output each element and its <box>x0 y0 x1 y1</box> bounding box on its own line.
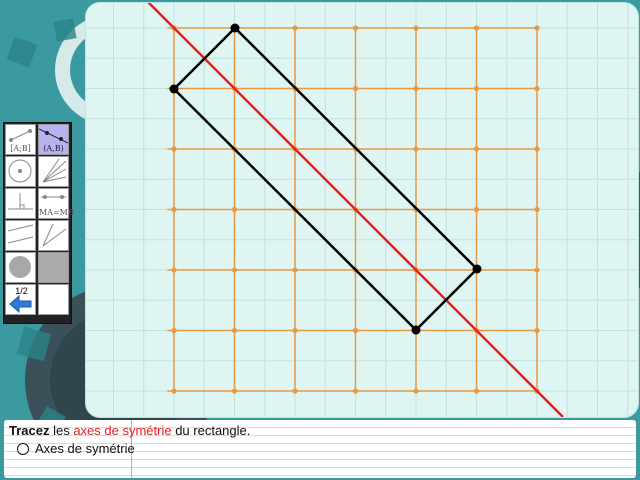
grid-point[interactable] <box>473 85 480 92</box>
instruction-highlight: axes de symétrie <box>73 423 172 438</box>
grid-point[interactable] <box>171 146 177 152</box>
grid-point[interactable] <box>534 267 540 273</box>
grid-point[interactable] <box>473 388 480 394</box>
grid-point[interactable] <box>534 146 540 152</box>
grid-point[interactable] <box>352 85 359 92</box>
gray-dot-icon <box>9 256 31 278</box>
grid-point[interactable] <box>352 327 359 334</box>
angle-tool[interactable] <box>38 220 69 251</box>
answer-radio[interactable] <box>17 442 29 455</box>
grid-point[interactable] <box>171 267 177 273</box>
grid-point[interactable] <box>534 206 540 213</box>
empty-tool[interactable] <box>38 284 69 315</box>
grid-point[interactable] <box>231 206 238 213</box>
grid-point[interactable] <box>292 267 298 273</box>
ray-fan-icon <box>42 158 67 183</box>
grid-point[interactable] <box>473 146 480 152</box>
line-tool-label: (A,B) <box>43 144 64 153</box>
geometry-canvas[interactable] <box>86 3 638 417</box>
instruction-pre: les <box>49 423 74 438</box>
instruction-verb: Tracez <box>9 423 50 438</box>
grid-point[interactable] <box>352 388 359 394</box>
geometry-drawing[interactable] <box>86 3 638 417</box>
grid-point[interactable] <box>292 25 298 31</box>
grid-point[interactable] <box>292 327 298 334</box>
grid-point[interactable] <box>413 388 419 394</box>
segment-tool[interactable]: [A;B] <box>5 124 36 155</box>
back-tool[interactable]: 1/2 <box>5 284 36 315</box>
grid-point[interactable] <box>473 25 480 31</box>
segment-icon <box>9 129 32 142</box>
page-counter: 1/2 <box>15 286 28 296</box>
grid-point[interactable] <box>534 85 540 92</box>
symmetry-axis-line[interactable] <box>146 3 564 417</box>
segment-tool-label: [A;B] <box>10 144 31 153</box>
grid-point[interactable] <box>292 388 298 394</box>
equidistant-tool-label: MA=MB <box>39 208 74 217</box>
line-tool[interactable]: (A,B) <box>38 124 69 155</box>
grid-point[interactable] <box>352 25 359 31</box>
grid-point[interactable] <box>413 25 419 31</box>
grid-point[interactable] <box>171 388 177 394</box>
parallel-icon <box>7 224 34 244</box>
instruction-panel: Tracez les axes de symétrie du rectangle… <box>4 420 636 478</box>
instruction-post: du rectangle. <box>171 423 251 438</box>
rectangle-vertex[interactable] <box>472 264 482 274</box>
grid-point[interactable] <box>473 206 480 213</box>
angle-icon <box>42 223 67 247</box>
perpendicular-tool[interactable] <box>5 188 36 219</box>
line-icon <box>38 128 69 144</box>
grid-point[interactable] <box>413 85 419 92</box>
instruction-text: Tracez les axes de symétrie du rectangle… <box>9 423 250 438</box>
grid-point[interactable] <box>231 388 238 394</box>
rectangle-vertex[interactable] <box>411 325 421 335</box>
ray-fan-tool[interactable] <box>38 156 69 187</box>
rectangle-vertex[interactable] <box>230 23 240 33</box>
equidistant-icon <box>41 195 66 199</box>
circle-tool[interactable] <box>5 156 36 187</box>
rectangle-vertices[interactable] <box>169 23 482 335</box>
grid-point[interactable] <box>171 206 177 213</box>
grid-point[interactable] <box>534 25 540 31</box>
answer-option[interactable]: Axes de symétrie <box>17 441 135 456</box>
grid-point[interactable] <box>171 327 177 334</box>
answer-option-label: Axes de symétrie <box>35 441 135 456</box>
circle-icon <box>8 159 32 183</box>
grid-point[interactable] <box>231 327 238 334</box>
perpendicular-icon <box>8 193 33 210</box>
parallel-tool[interactable] <box>5 220 36 251</box>
gray-fill-tool[interactable] <box>38 252 69 283</box>
notebook-margin-line <box>131 420 132 478</box>
grid-point[interactable] <box>231 267 238 273</box>
back-arrow-icon <box>9 294 32 314</box>
rectangle-vertex[interactable] <box>169 84 179 94</box>
tool-palette: [A;B] (A,B) MA=MB <box>3 122 74 324</box>
grid-point[interactable] <box>534 327 540 334</box>
grid-point[interactable] <box>413 146 419 152</box>
equidistant-tool[interactable]: MA=MB <box>38 188 74 219</box>
point-color-tool[interactable] <box>5 252 36 283</box>
